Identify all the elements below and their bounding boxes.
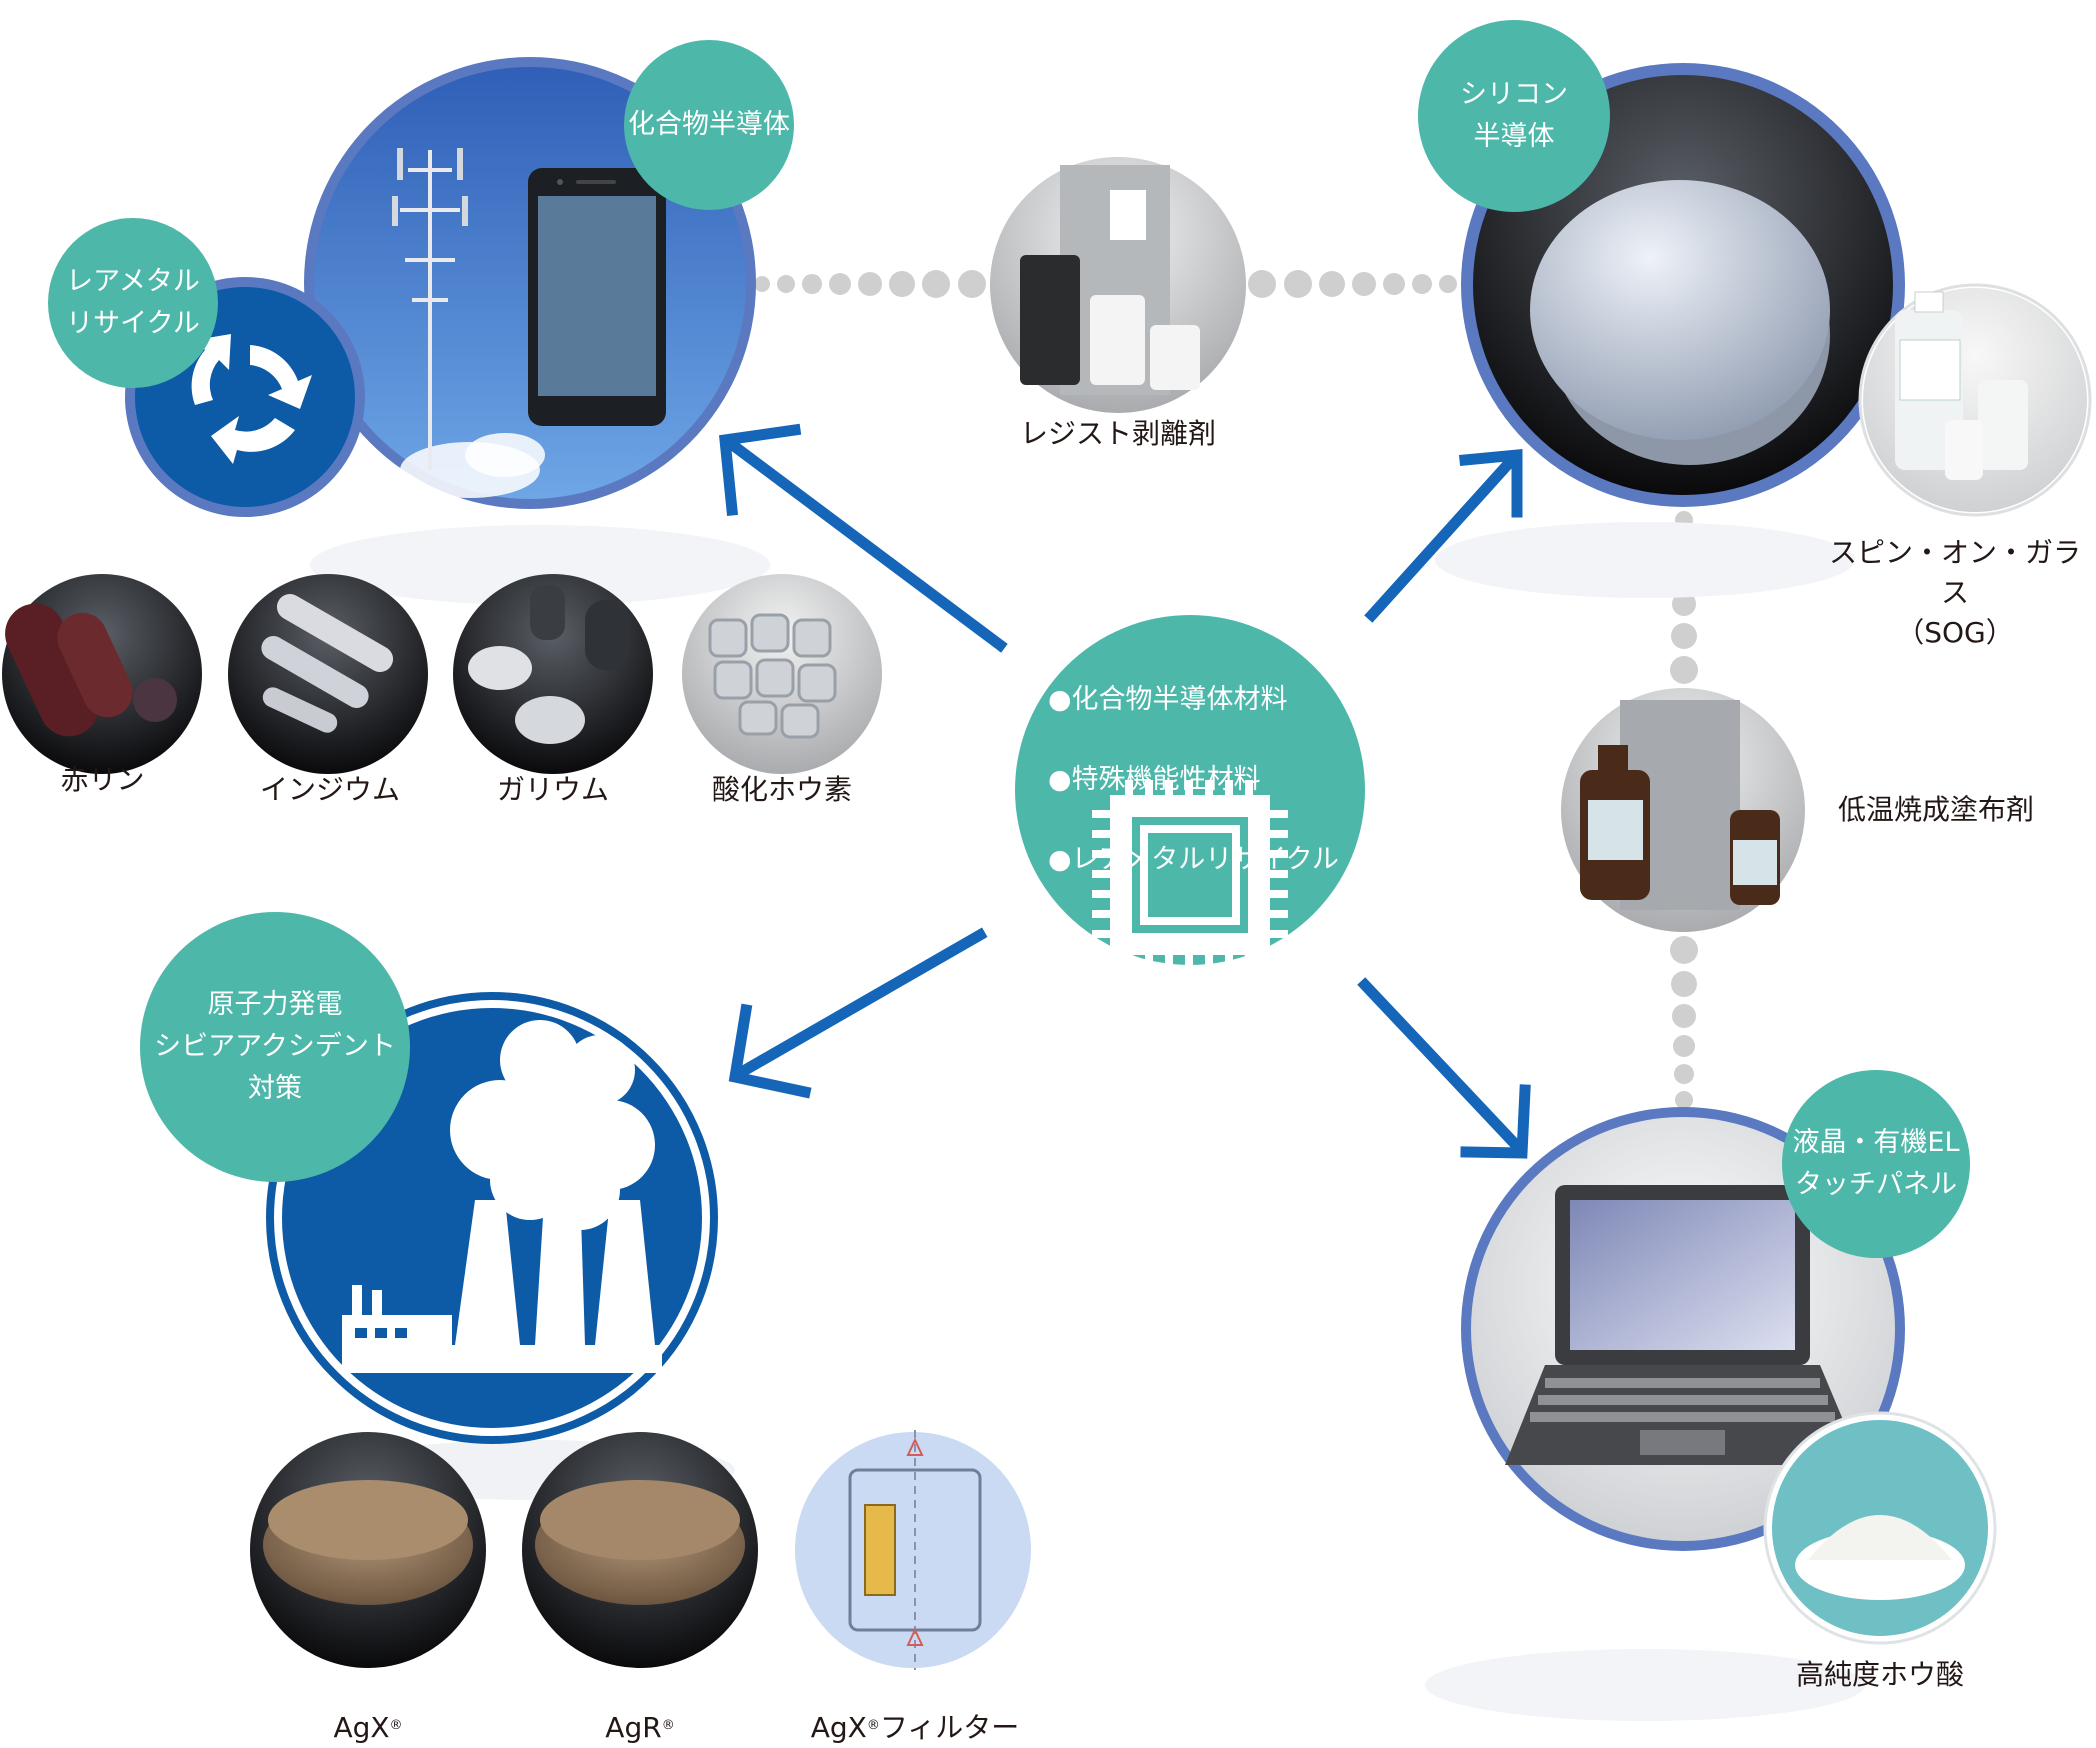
- arrow-to-silicon: [1364, 454, 1518, 623]
- laptop-image: [1461, 1107, 1905, 1551]
- arrows: [719, 423, 1531, 1159]
- badge-compound-semiconductor: 化合物半導体: [624, 40, 794, 210]
- label-boron-oxide: 酸化ホウ素: [711, 773, 852, 806]
- arrow-to-compound: [722, 435, 1008, 653]
- registered-mark: ®: [866, 1718, 880, 1733]
- label-agx-filter-prefix: AgX: [810, 1711, 867, 1744]
- arrow-to-nuclear: [732, 927, 988, 1081]
- label-sog: スピン・オン・ガラス （SOG）: [1828, 536, 2081, 649]
- label-agr-text: AgR: [605, 1711, 662, 1744]
- boric-acid-image: [1763, 1411, 1997, 1645]
- hub-item: ●化合物半導体材料: [1048, 684, 1288, 715]
- compound-semiconductor-image: [304, 57, 756, 509]
- low-temp-coating-image: [1561, 688, 1805, 932]
- sog-image: [1858, 283, 2092, 517]
- label-red-phosphorus: 赤リン: [60, 763, 145, 796]
- label-indium: インジウム: [259, 773, 400, 806]
- hub-circle: [1015, 615, 1365, 970]
- label-agx-text: AgX: [333, 1711, 390, 1744]
- agx-filter-image: [795, 1430, 1031, 1670]
- gallium-image: [453, 574, 653, 774]
- registered-mark: ®: [661, 1718, 675, 1733]
- badge-rare-metal-recycle: レアメタル リサイクル: [48, 218, 218, 388]
- indium-image: [228, 574, 428, 774]
- agx-image: [250, 1432, 486, 1668]
- label-gallium: ガリウム: [496, 773, 609, 806]
- hub-item: ●特殊機能性材料: [1048, 764, 1261, 795]
- label-agx-filter: AgX®フィルター: [795, 1668, 1035, 1748]
- label-low-temp-coating: 低温焼成塗布剤: [1837, 793, 2034, 826]
- badge-silicon-semiconductor: シリコン 半導体: [1418, 20, 1610, 212]
- label-agx-filter-text: フィルター: [879, 1711, 1020, 1744]
- resist-stripper-image: [990, 157, 1246, 413]
- label-agx: AgX®: [318, 1668, 418, 1748]
- arrow-to-lcd: [1357, 977, 1523, 1152]
- hub-item-list: ●化合物半導体材料 ●特殊機能性材料 ●レアメタルリサイクル: [1048, 640, 1339, 920]
- chip-icon: [1092, 780, 1288, 970]
- registered-mark: ®: [389, 1718, 403, 1733]
- agr-image: [522, 1432, 758, 1668]
- boron-oxide-image: [682, 574, 882, 774]
- badge-lcd-oled-touch: 液晶・有機EL タッチパネル: [1782, 1070, 1970, 1258]
- hub-item: ●レアメタルリサイクル: [1048, 844, 1339, 875]
- label-resist-stripper: レジスト剥離剤: [1019, 417, 1216, 450]
- red-phosphorus-image: [2, 574, 202, 774]
- dotted-connector-top: [733, 270, 1480, 298]
- label-high-purity-boric-acid: 高純度ホウ酸: [1795, 1658, 1964, 1691]
- badge-nuclear-accident: 原子力発電 シビアアクシデント 対策: [140, 912, 410, 1182]
- label-agr: AgR®: [590, 1668, 690, 1748]
